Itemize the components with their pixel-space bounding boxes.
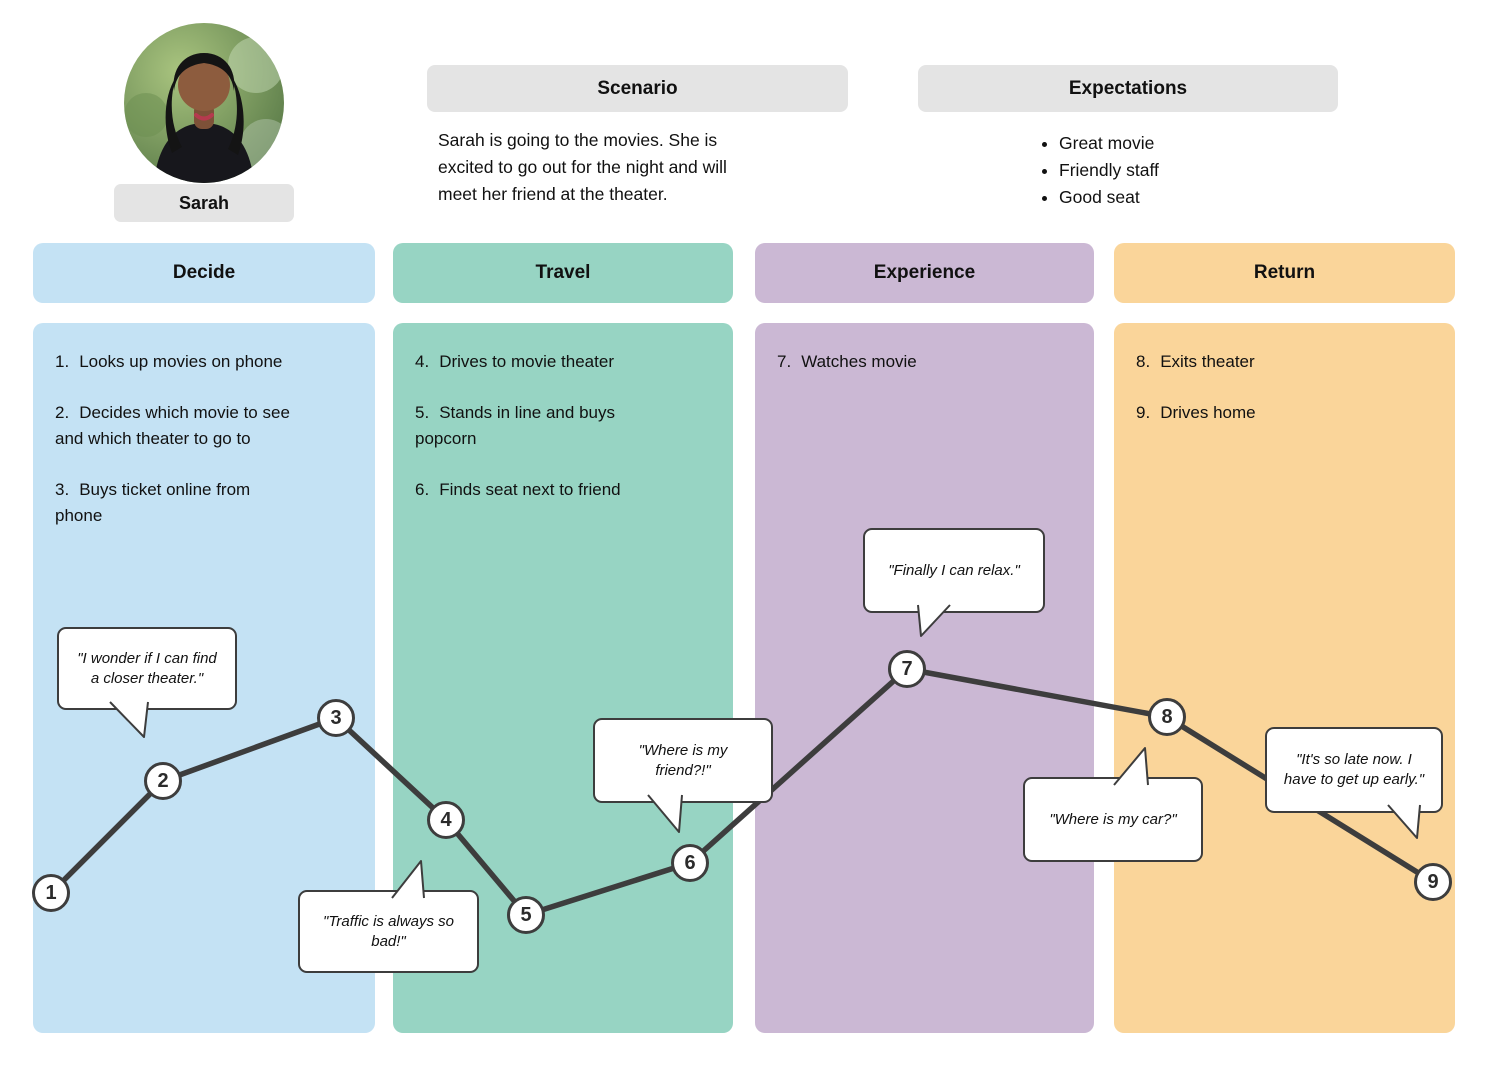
step-item: 2.Decides which movie to see and which t…: [55, 400, 359, 452]
step-text: Drives home: [1160, 403, 1256, 422]
expectations-title: Expectations: [1068, 77, 1188, 99]
journey-node-3: 3: [317, 699, 355, 737]
speech-bubble: "Finally I can relax.": [863, 528, 1045, 613]
step-item: 8. Exits theater: [1136, 349, 1439, 375]
step-item: 4. Drives to movie theater: [415, 349, 717, 375]
step-text: Drives to movie theater: [439, 352, 614, 371]
speech-bubble: "Where is my car?": [1023, 777, 1203, 862]
step-number: 3.: [55, 480, 70, 499]
step-item: 6. Finds seat next to friend: [415, 477, 717, 503]
step-item: 5.Stands in line and buys popcorn: [415, 400, 717, 452]
journey-node-7: 7: [888, 650, 926, 688]
persona-name-label: Sarah: [114, 184, 294, 222]
journey-node-8: 8: [1148, 698, 1186, 736]
journey-node-1: 1: [32, 874, 70, 912]
step-item: 9. Drives home: [1136, 400, 1439, 426]
journey-node-6: 6: [671, 844, 709, 882]
step-text: Exits theater: [1160, 352, 1255, 371]
step-item: 3.Buys ticket online from phone: [55, 477, 359, 529]
step-item: 7. Watches movie: [777, 349, 1078, 375]
expectations-list: Great movieFriendly staffGood seat: [1031, 130, 1159, 211]
step-number: 6.: [415, 480, 430, 499]
expectation-item: Good seat: [1059, 184, 1159, 211]
speech-bubble: "Where is my friend?!": [593, 718, 773, 803]
scenario-header: Scenario: [427, 65, 848, 112]
step-text: Watches movie: [801, 352, 917, 371]
step-number: 8.: [1136, 352, 1151, 371]
step-number: 4.: [415, 352, 430, 371]
scenario-text: Sarah is going to the movies. She is exc…: [438, 130, 727, 204]
stage-body-return: 8. Exits theater 9. Drives home: [1114, 323, 1455, 1033]
step-number: 7.: [777, 352, 792, 371]
speech-bubble: "Traffic is always so bad!": [298, 890, 479, 973]
stage-header-experience: Experience: [755, 243, 1094, 303]
speech-bubble: "It's so late now. I have to get up earl…: [1265, 727, 1443, 813]
scenario-title: Scenario: [597, 77, 678, 99]
step-number: 9.: [1136, 403, 1151, 422]
step-text: Finds seat next to friend: [439, 480, 621, 499]
stage-header-travel: Travel: [393, 243, 733, 303]
journey-node-4: 4: [427, 801, 465, 839]
step-number: 5.: [415, 403, 430, 422]
expectation-item: Great movie: [1059, 130, 1159, 157]
step-text: Decides which movie to see and which the…: [55, 403, 290, 448]
speech-bubble: "I wonder if I can find a closer theater…: [57, 627, 237, 710]
step-number: 1.: [55, 352, 70, 371]
step-text: Stands in line and buys popcorn: [415, 403, 615, 448]
avatar-photo: [124, 23, 284, 183]
journey-node-2: 2: [144, 762, 182, 800]
journey-node-9: 9: [1414, 863, 1452, 901]
expectation-item: Friendly staff: [1059, 157, 1159, 184]
expectations-header: Expectations: [918, 65, 1338, 112]
stage-header-decide: Decide: [33, 243, 375, 303]
step-text: Buys ticket online from phone: [55, 480, 251, 525]
stage-body-experience: 7. Watches movie: [755, 323, 1094, 1033]
step-item: 1. Looks up movies on phone: [55, 349, 359, 375]
journey-node-5: 5: [507, 896, 545, 934]
avatar: [124, 23, 284, 183]
step-text: Looks up movies on phone: [79, 352, 283, 371]
stage-header-return: Return: [1114, 243, 1455, 303]
step-number: 2.: [55, 403, 70, 422]
